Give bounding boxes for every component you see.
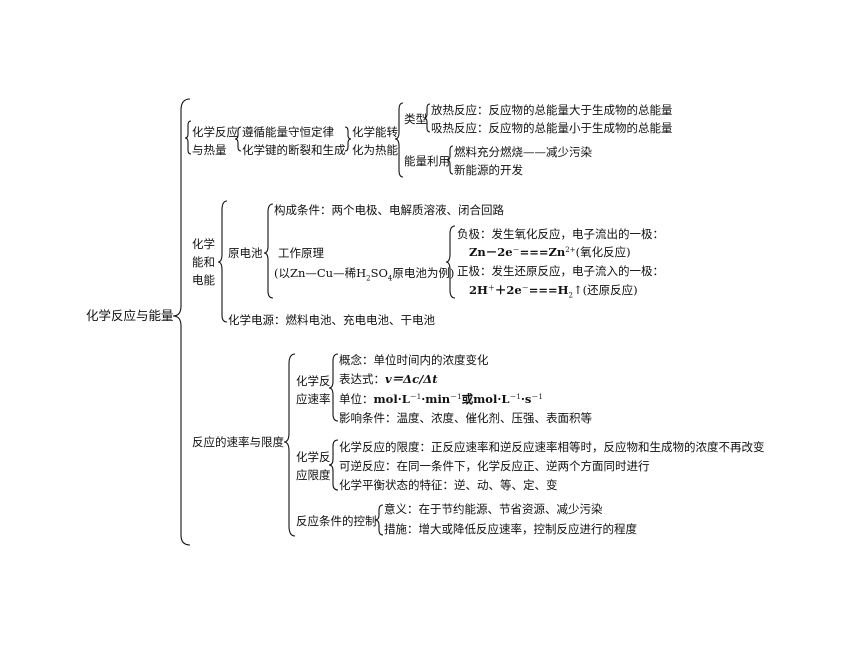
elec-work-label: 工作原理 [278, 246, 324, 260]
rate-title: 反应的速率与限度 [192, 435, 284, 449]
rate-bracket [283, 353, 296, 537]
rate-control2: 措施：增大或降低反应速率，控制反应进行的程度 [384, 522, 637, 536]
use-bracket [446, 145, 454, 175]
rate-limit2: 可逆反应：在同一条件下，化学反应正、逆两个方面同时进行 [339, 459, 650, 473]
heat-law2: 化学键的断裂和生成 [242, 143, 346, 157]
rate-control1: 意义：在于节约能源、节省资源、减少污染 [384, 502, 603, 516]
rate-concept: 概念：单位时间内的浓度变化 [339, 353, 489, 367]
heat-title-line2: 与热量 [192, 143, 227, 157]
heat-conv-line1: 化学能转 [352, 125, 398, 139]
rate-limit1: 化学反应的限度：正反应速率和逆反应速率相等时，反应物和生成物的浓度不再改变 [339, 440, 765, 454]
heat-law1: 遵循能量守恒定律 [242, 125, 334, 139]
elec-source: 化学电源：燃料电池、充电电池、干电池 [228, 313, 435, 327]
law-bracket [234, 126, 242, 152]
heat-use2: 新能源的开发 [454, 163, 523, 177]
elec-negative: 负极：发生氧化反应，电子流出的一极： [457, 227, 664, 241]
ctrl-bracket [374, 504, 384, 536]
heat-endo: 吸热反应：反应物的总能量小于生成物的总能量 [431, 121, 673, 135]
rate-factor: 影响条件：温度、浓度、催化剂、压强、表面积等 [339, 411, 592, 425]
heat-title-line1: 化学反应 [192, 125, 238, 139]
conv-sub-bracket [394, 102, 404, 178]
root-bracket [172, 98, 191, 546]
rate-expression: 表达式：v＝Δc/Δt [339, 372, 438, 386]
speed-bracket [328, 353, 339, 422]
rate-limit3: 化学平衡状态的特征：逆、动、等、定、变 [339, 478, 558, 492]
rate-control-label: 反应条件的控制 [296, 514, 377, 528]
elec-title-line2: 能和 [192, 255, 215, 269]
rate-limit-line2: 应限度 [296, 468, 331, 482]
heat-bracket [184, 120, 192, 155]
elec-condition: 构成条件：两个电极、电解质溶液、闭合回路 [274, 203, 504, 217]
elec-title-line1: 化学 [192, 237, 215, 251]
heat-use-label: 能量利用 [404, 154, 450, 168]
root-label: 化学反应与能量 [86, 308, 174, 323]
rate-speed-line1: 化学反 [296, 374, 331, 388]
work-bracket [445, 225, 456, 299]
elec-positive-eq: 2H＋＋2e－===H2↑(还原反应) [469, 283, 638, 300]
elec-positive: 正极：发生还原反应，电子流入的一极： [457, 264, 664, 278]
heat-type-label: 类型 [404, 112, 427, 126]
cell-bracket [263, 203, 274, 299]
heat-use1: 燃料充分燃烧——减少污染 [454, 145, 592, 159]
heat-exo: 放热反应：反应物的总能量大于生成物的总能量 [431, 103, 673, 117]
elec-cell-label: 原电池 [228, 246, 263, 260]
elec-negative-eq: Zn－2e－===Zn2+(氧化反应) [469, 245, 631, 259]
elec-work-example: (以Zn—Cu—稀H2SO4原电池为例) [274, 266, 455, 283]
elec-bracket [217, 200, 228, 323]
rate-unit: 单位：mol·L－1·min－1或mol·L－1·s－1 [339, 392, 543, 406]
elec-title-line3: 电能 [192, 273, 215, 287]
type-bracket [423, 103, 431, 133]
rate-speed-line2: 应速率 [296, 392, 331, 406]
heat-conv-line2: 化为热能 [352, 143, 398, 157]
rate-limit-line1: 化学反 [296, 450, 331, 464]
conv-bracket [344, 126, 352, 152]
limit-bracket [328, 439, 339, 491]
